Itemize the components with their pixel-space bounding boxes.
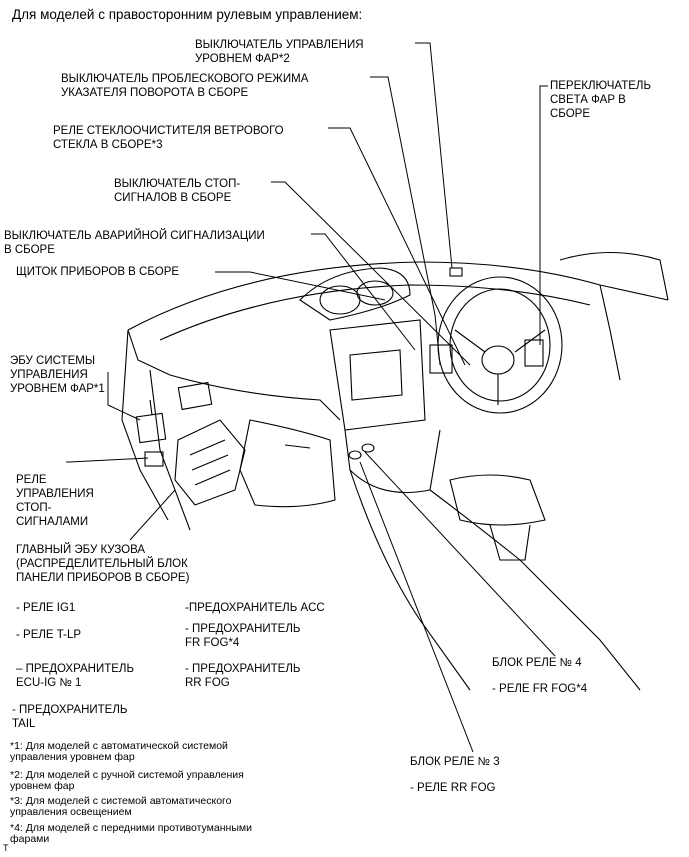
label-turn-flash-switch: ВЫКЛЮЧАТЕЛЬ ПРОБЛЕСКОВОГО РЕЖИМА УКАЗАТЕ…	[61, 73, 309, 99]
leader-lines	[66, 42, 556, 753]
label-fuse-tail: - ПРЕДОХРАНИТЕЛЬ TAIL	[12, 704, 128, 730]
label-relay-frfog: - РЕЛЕ FR FOG*4	[492, 683, 588, 695]
label-fuse-acc: -ПРЕДОХРАНИТЕЛЬ ACC	[185, 602, 325, 614]
label-relay-block-4: БЛОК РЕЛЕ № 4	[492, 657, 582, 669]
label-headlight-level-switch: ВЫКЛЮЧАТЕЛЬ УПРАВЛЕНИЯ УРОВНЕМ ФАР*2	[195, 39, 364, 65]
label-relay-block-3: БЛОК РЕЛЕ № 3	[410, 756, 500, 768]
label-headlight-switch: ПЕРЕКЛЮЧАТЕЛЬ СВЕТА ФАР В СБОРЕ	[550, 80, 651, 120]
label-leveling-ecu: ЭБУ СИСТЕМЫ УПРАВЛЕНИЯ УРОВНЕМ ФАР*1	[10, 355, 105, 395]
label-relay-rrfog: - РЕЛЕ RR FOG	[410, 782, 496, 794]
dashboard-outline	[121, 252, 669, 691]
footnote-2: *2: Для моделей с ручной системой управл…	[10, 769, 244, 792]
label-relay-tlp: - РЕЛЕ T-LP	[16, 629, 82, 641]
label-body-ecu: ГЛАВНЫЙ ЭБУ КУЗОВА (РАСПРЕДЕЛИТЕЛЬНЫЙ БЛ…	[16, 544, 190, 584]
corner-mark: T	[3, 843, 9, 853]
label-stop-relay: РЕЛЕ УПРАВЛЕНИЯ СТОП- СИГНАЛАМИ	[16, 474, 94, 528]
label-hazard-switch: ВЫКЛЮЧАТЕЛЬ АВАРИЙНОЙ СИГНАЛИЗАЦИИ В СБО…	[4, 230, 265, 256]
footnote-1: *1: Для моделей с автоматической системо…	[10, 740, 228, 763]
label-relay-ig1: - РЕЛЕ IG1	[16, 602, 76, 614]
footnote-3: *3: Для моделей с системой автоматическо…	[10, 795, 232, 818]
label-combination-meter: ЩИТОК ПРИБОРОВ В СБОРЕ	[16, 266, 180, 278]
label-stop-switch: ВЫКЛЮЧАТЕЛЬ СТОП- СИГНАЛОВ В СБОРЕ	[114, 178, 241, 204]
label-fuse-frfog: - ПРЕДОХРАНИТЕЛЬ FR FOG*4	[185, 623, 301, 649]
page-title: Для моделей с правосторонним рулевым упр…	[12, 7, 363, 22]
label-wiper-relay: РЕЛЕ СТЕКЛООЧИСТИТЕЛЯ ВЕТРОВОГО СТЕКЛА В…	[53, 125, 284, 151]
label-fuse-rrfog: - ПРЕДОХРАНИТЕЛЬ RR FOG	[185, 663, 301, 689]
footnote-4: *4: Для моделей с передними противотуман…	[10, 822, 252, 845]
label-fuse-ecuig: – ПРЕДОХРАНИТЕЛЬ ECU-IG № 1	[16, 663, 135, 689]
